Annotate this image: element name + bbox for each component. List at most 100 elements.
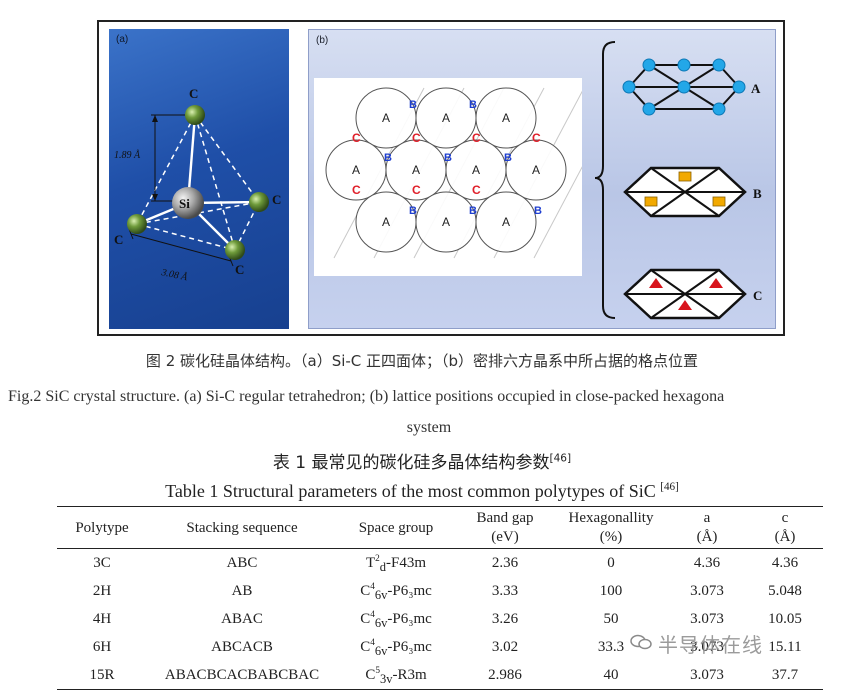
site-b-label: B [504,152,512,164]
site-c-label: C [352,131,361,145]
table-title-cn-text: 表 1 最常见的碳化硅多晶体结构参数 [272,453,550,473]
cell-space-group: C46v-P6₃mc [337,577,455,605]
header-stacking-sequence: Stacking sequence [186,519,298,536]
sphere-label: A [502,215,510,229]
sg-sub: 6v [374,588,388,602]
header-band-gap-2: (eV) [491,529,519,545]
cell-polytype: 2H [92,583,112,599]
header-a: a (Å) [667,507,747,549]
wechat-icon [630,634,652,650]
bracket [594,41,616,319]
site-b-label: B [469,99,477,111]
watermark-text: 半导体在线 [658,633,763,657]
figure-caption-en-line2: system [406,419,452,436]
bond-length-label: 1.89 Å [114,149,141,161]
sg-sup: 4 [370,638,375,648]
sphere-label: A [472,163,480,177]
cell-stacking: ABC [226,555,258,571]
atom-label-c-right: C [272,192,281,207]
cell-band-gap: 3.26 [491,611,519,627]
cell-space-group: C46v-P6₃mc [337,605,455,633]
sphere-label: A [442,215,450,229]
sphere-label: A [382,111,390,125]
sg-pre: C [360,611,371,627]
carbon-atom-top [185,105,205,125]
sphere-label: A [412,163,420,177]
carbon-atom-left [127,214,147,234]
site-b-label: B [409,205,417,217]
header-hex-2: (%) [599,529,623,545]
sg-sub: 3v [380,672,393,686]
cell-stacking: ABCACB [211,639,273,655]
sg-sup: 4 [370,582,375,592]
cell-polytype: 4H [92,611,112,627]
silicon-atom [172,187,204,219]
layer-c-label: C [753,288,762,303]
site-c-label: C [352,183,361,197]
sphere-label: A [442,111,450,125]
sg-post: -R3m [392,667,427,683]
cell-polytype: 3C [93,555,111,571]
cell-c: 37.7 [771,667,799,683]
cell-c: 15.11 [768,639,802,655]
sphere-label: A [352,163,360,177]
cell-c: 10.05 [768,611,802,627]
lattice-sphere [475,191,537,253]
cell-a: 3.073 [690,639,724,655]
site-b-label: B [384,152,392,164]
cell-c: 5.048 [768,583,802,599]
sg-pre: T [365,555,376,571]
polytype-table: Polytype Stacking sequence Space group B… [57,506,823,690]
carbon-atom-bottom [225,240,245,260]
edge-length-label: 3.08 Å [159,266,189,284]
header-c-2: (Å) [774,529,796,545]
site-c-label: C [472,183,481,197]
figure-caption-en-line1: Fig.2 SiC crystal structure. (a) Si-C re… [8,388,725,405]
cell-a: 3.073 [690,667,724,683]
site-b-label: B [534,205,542,217]
layer-c-diagram: C [623,268,762,320]
table-title-en: Table 1 Structural parameters of the mos… [0,481,844,502]
site-c-label: C [412,183,421,197]
header-polytype: Polytype [75,519,129,536]
sg-post: -P6₃mc [387,639,432,655]
panel-a-label: (a) [116,34,129,45]
cell-c: 4.36 [771,555,799,571]
header-c-1: c [781,510,789,526]
cell-stacking: ABAC [221,611,263,627]
cell-band-gap: 2.986 [488,667,522,683]
atom-label-si: Si [179,196,190,211]
sg-sup: 2 [375,554,380,564]
site-c-label: C [472,131,481,145]
carbon-atom-right [249,192,269,212]
sg-pre: C [360,583,371,599]
cell-hexagonality: 100 [599,583,623,599]
table-header-row: Polytype Stacking sequence Space group B… [57,506,823,549]
cell-band-gap: 2.36 [491,555,519,571]
sg-sup: 5 [375,666,380,676]
cell-polytype: 15R [89,667,115,683]
sphere-label: A [532,163,540,177]
sg-sub: 6v [374,644,388,658]
cell-hexagonality: 0 [607,555,615,571]
site-b-label: B [444,152,452,164]
header-band-gap-1: Band gap [476,510,534,526]
table-row: 6H ABCACB C46v-P6₃mc 3.02 33.3 3.073 15.… [57,633,823,661]
header-a-1: a [703,510,711,526]
cell-polytype: 6H [92,639,112,655]
lattice-sphere [475,87,537,149]
site-b-label: B [409,99,417,111]
tetrahedron-diagram: C C C C Si 1.89 Å 3.08 Å [114,86,281,284]
cell-stacking: ABACBCACBABCBAC [164,667,320,683]
cell-space-group: C46v-P6₃mc [337,633,455,661]
figure-frame: (a) [97,20,785,336]
cell-hexagonality: 40 [603,667,619,683]
lattice-sphere [505,139,567,201]
sg-sub: d [379,560,387,574]
cell-space-group: T2d-F43m [337,549,455,578]
sg-pre: C [360,639,371,655]
header-a-2: (Å) [696,529,718,545]
layer-a-diagram: A [622,58,761,116]
